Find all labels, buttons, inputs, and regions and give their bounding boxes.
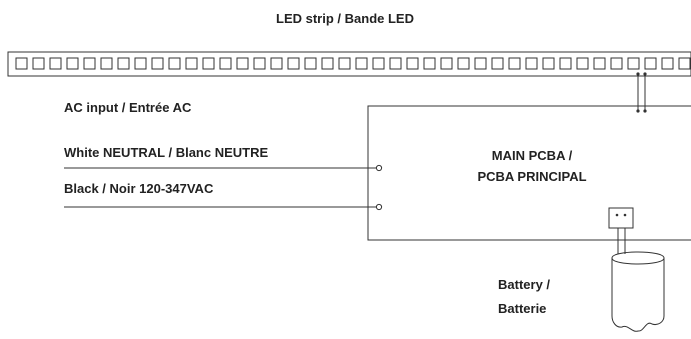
strip-to-pcba-wires [636, 72, 647, 113]
led-cell [168, 57, 181, 70]
led-cell [270, 57, 283, 70]
battery-label-line2: Batterie [498, 301, 546, 316]
led-cell [49, 57, 62, 70]
led-cell [83, 57, 96, 70]
main-pcba-label-line2: PCBA PRINCIPAL [477, 169, 586, 184]
black-line-wire: Black / Noir 120-347VAC [64, 181, 383, 211]
black-line-terminal [375, 203, 383, 211]
led-cell [576, 57, 589, 70]
led-cell [321, 57, 334, 70]
led-strip-outline [7, 51, 691, 77]
white-neutral-label: White NEUTRAL / Blanc NEUTRE [64, 145, 268, 160]
led-cell [542, 57, 555, 70]
led-cell [202, 57, 215, 70]
led-cell [593, 57, 606, 70]
led-cell [253, 57, 266, 70]
led-cell [151, 57, 164, 70]
led-cell [15, 57, 28, 70]
led-cell [219, 57, 232, 70]
battery-connector-box [608, 207, 634, 229]
ac-input-label: AC input / Entrée AC [64, 100, 192, 115]
connector-pin-1 [615, 213, 619, 217]
battery-pack: Battery / Batterie [498, 251, 665, 332]
led-cells [15, 57, 691, 70]
connector-pin-2 [623, 213, 627, 217]
led-cell [389, 57, 402, 70]
led-cell [440, 57, 453, 70]
led-cell [134, 57, 147, 70]
led-cell [457, 57, 470, 70]
led-cell [355, 57, 368, 70]
strip-wire-1-bottom-dot [636, 109, 640, 113]
main-pcba-label-line1: MAIN PCBA / [492, 148, 573, 163]
led-cell [610, 57, 623, 70]
strip-wire-2-top-dot [643, 72, 647, 76]
led-cell [287, 57, 300, 70]
main-pcba-outline [367, 105, 691, 241]
strip-wire-1-top-dot [636, 72, 640, 76]
led-cell [559, 57, 572, 70]
led-cell [338, 57, 351, 70]
battery-top-curve [611, 257, 665, 265]
led-cell [678, 57, 691, 70]
black-line-label: Black / Noir 120-347VAC [64, 181, 214, 196]
led-strip-label: LED strip / Bande LED [276, 11, 414, 26]
battery-outline [611, 251, 665, 332]
battery-label-line1: Battery / [498, 277, 550, 292]
led-cell [304, 57, 317, 70]
led-cell [372, 57, 385, 70]
main-pcba-box: MAIN PCBA / PCBA PRINCIPAL [367, 105, 691, 241]
led-strip [7, 51, 691, 77]
led-cell [32, 57, 45, 70]
led-cell [185, 57, 198, 70]
led-cell [236, 57, 249, 70]
led-cell [491, 57, 504, 70]
led-cell [627, 57, 640, 70]
led-cell [100, 57, 113, 70]
led-cell [661, 57, 674, 70]
led-cell [66, 57, 79, 70]
led-cell [474, 57, 487, 70]
white-neutral-wire: White NEUTRAL / Blanc NEUTRE [64, 145, 383, 172]
strip-wire-2-bottom-dot [643, 109, 647, 113]
led-cell [508, 57, 521, 70]
white-neutral-terminal [375, 164, 383, 172]
battery-connector [608, 207, 634, 254]
led-cell [406, 57, 419, 70]
led-cell [525, 57, 538, 70]
led-cell [644, 57, 657, 70]
led-cell [117, 57, 130, 70]
led-cell [423, 57, 436, 70]
